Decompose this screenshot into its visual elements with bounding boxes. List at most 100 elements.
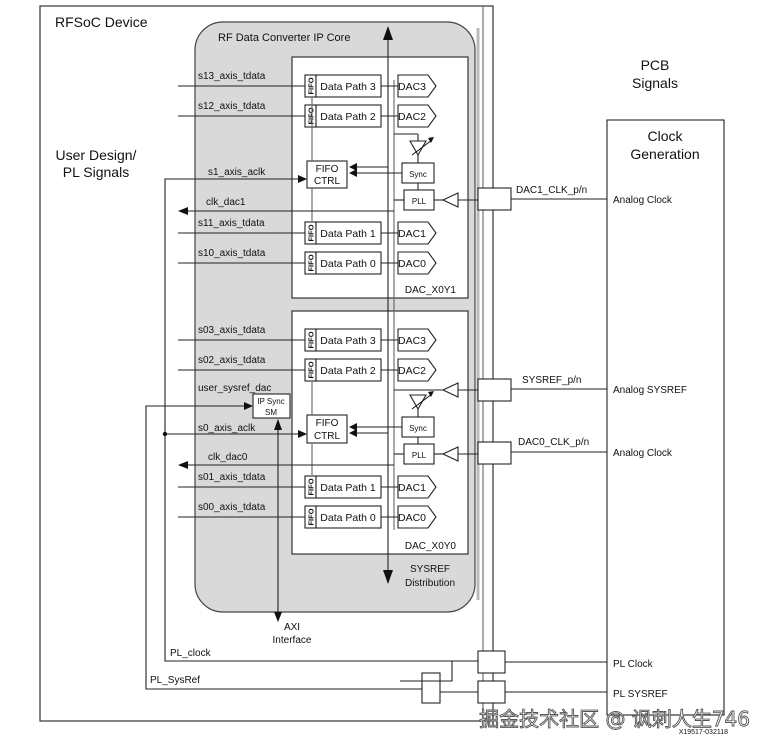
figure-id: X19517-032118	[679, 729, 728, 736]
svg-text:PLL: PLL	[412, 451, 427, 460]
ip-core-title: RF Data Converter IP Core	[218, 32, 350, 44]
dac-block	[397, 328, 437, 352]
svg-text:FIFO: FIFO	[316, 418, 339, 429]
svg-text:SYSREF_p/n: SYSREF_p/n	[522, 375, 581, 386]
axis-tdata-label: s12_axis_tdata	[198, 101, 266, 112]
clock-generation-block	[606, 119, 725, 716]
pl-sysref-line	[145, 680, 422, 690]
s0-axis-aclk-label: s0_axis_aclk	[198, 423, 256, 434]
svg-text:DAC3: DAC3	[398, 81, 426, 93]
svg-text:FIFO: FIFO	[307, 77, 316, 94]
pl-sysref-output-label: PL SYSREF	[613, 689, 668, 700]
svg-text:Data Path 2: Data Path 2	[320, 365, 376, 377]
svg-text:PLL: PLL	[412, 197, 427, 206]
clk-dac1-label: clk_dac1	[206, 197, 246, 208]
axis-tdata-label: s02_axis_tdata	[198, 355, 266, 366]
svg-text:Sync: Sync	[409, 424, 427, 433]
sysref-distribution-label-1: SYSREF	[410, 564, 450, 575]
svg-text:FIFO: FIFO	[307, 508, 316, 525]
svg-text:DAC0: DAC0	[398, 258, 426, 270]
dac-block	[397, 74, 437, 98]
pl-sysref-to-ip-sync-line	[145, 405, 246, 680]
svg-text:CTRL: CTRL	[314, 176, 341, 187]
analog-sysref-label: Analog SYSREF	[613, 385, 687, 396]
svg-text:IP Sync: IP Sync	[257, 397, 284, 406]
ip-sync-sm-block	[252, 393, 291, 419]
io-pad-dac0-clk	[477, 441, 512, 465]
user-design-label-1: User Design/	[56, 147, 137, 163]
io-pad-pl-sysref	[477, 680, 506, 704]
dac-block	[397, 475, 437, 499]
pl-sysref-label: PL_SysRef	[150, 675, 200, 686]
svg-text:FIFO: FIFO	[307, 331, 316, 348]
analog-clock-1-label: Analog Clock	[613, 195, 673, 206]
dac-block	[397, 505, 437, 529]
svg-text:DAC2: DAC2	[398, 365, 426, 377]
axis-tdata-label: s03_axis_tdata	[198, 325, 266, 336]
dac-block	[397, 251, 437, 275]
svg-text:SM: SM	[265, 408, 277, 417]
svg-text:FIFO: FIFO	[316, 164, 339, 175]
axis-tdata-label: s11_axis_tdata	[198, 218, 265, 229]
svg-text:DAC3: DAC3	[398, 335, 426, 347]
user-design-label-2: PL Signals	[63, 164, 129, 180]
fifo-ctrl-x0y1	[306, 160, 348, 189]
svg-text:Data Path 2: Data Path 2	[320, 111, 376, 123]
pcb-title-2: Signals	[632, 75, 678, 91]
axis-tdata-label: s01_axis_tdata	[198, 472, 266, 483]
axis-tdata-label: s13_axis_tdata	[198, 71, 266, 82]
tile-name-x0y0: DAC_X0Y0	[405, 541, 457, 552]
user-sysref-dac-label: user_sysref_dac	[198, 383, 271, 394]
svg-text:DAC1: DAC1	[398, 482, 426, 494]
s1-axis-aclk-line	[164, 178, 300, 650]
svg-text:FIFO: FIFO	[307, 107, 316, 124]
dac-block	[397, 104, 437, 128]
svg-text:Data Path 3: Data Path 3	[320, 335, 376, 347]
watermark: 掘金技术社区 @ 讽刺人生746	[479, 707, 750, 731]
analog-clock-0-label: Analog Clock	[613, 448, 673, 459]
io-pad-dac1-clk	[477, 187, 512, 211]
axis-tdata-label: s00_axis_tdata	[198, 502, 266, 513]
svg-text:CTRL: CTRL	[314, 431, 341, 442]
sysref-up-arrow-icon	[383, 26, 393, 40]
svg-text:Sync: Sync	[409, 170, 427, 179]
sysref-down-arrow-icon	[383, 570, 393, 584]
svg-text:DAC2: DAC2	[398, 111, 426, 123]
dac-block	[397, 358, 437, 382]
axi-label-2: Interface	[273, 635, 312, 646]
svg-text:DAC1: DAC1	[398, 228, 426, 240]
io-pad-sysref	[477, 378, 512, 402]
svg-text:Data Path 1: Data Path 1	[320, 228, 376, 240]
sysref-distribution-label-2: Distribution	[405, 578, 455, 589]
svg-text:Data Path 0: Data Path 0	[320, 258, 376, 270]
io-pad-pl-clock	[477, 650, 506, 674]
axi-label-1: AXI	[284, 622, 300, 633]
svg-text:DAC0_CLK_p/n: DAC0_CLK_p/n	[518, 437, 589, 448]
pl-clock-output-label: PL Clock	[613, 659, 654, 670]
pcb-title-1: PCB	[641, 57, 670, 73]
s1-axis-aclk-label: s1_axis_aclk	[208, 167, 266, 178]
svg-text:FIFO: FIFO	[307, 478, 316, 495]
svg-text:Generation: Generation	[630, 146, 699, 162]
clk-dac0-label: clk_dac0	[208, 452, 248, 463]
svg-text:FIFO: FIFO	[307, 361, 316, 378]
svg-text:Clock: Clock	[647, 128, 683, 144]
fifo-ctrl-x0y0	[306, 414, 348, 444]
svg-text:FIFO: FIFO	[307, 254, 316, 271]
svg-text:DAC0: DAC0	[398, 512, 426, 524]
rfsoc-device-boundary	[39, 5, 494, 722]
svg-text:Data Path 3: Data Path 3	[320, 81, 376, 93]
dac-block	[397, 221, 437, 245]
svg-text:Data Path 0: Data Path 0	[320, 512, 376, 524]
pl-clock-line	[164, 650, 478, 662]
svg-text:Data Path 1: Data Path 1	[320, 482, 376, 494]
